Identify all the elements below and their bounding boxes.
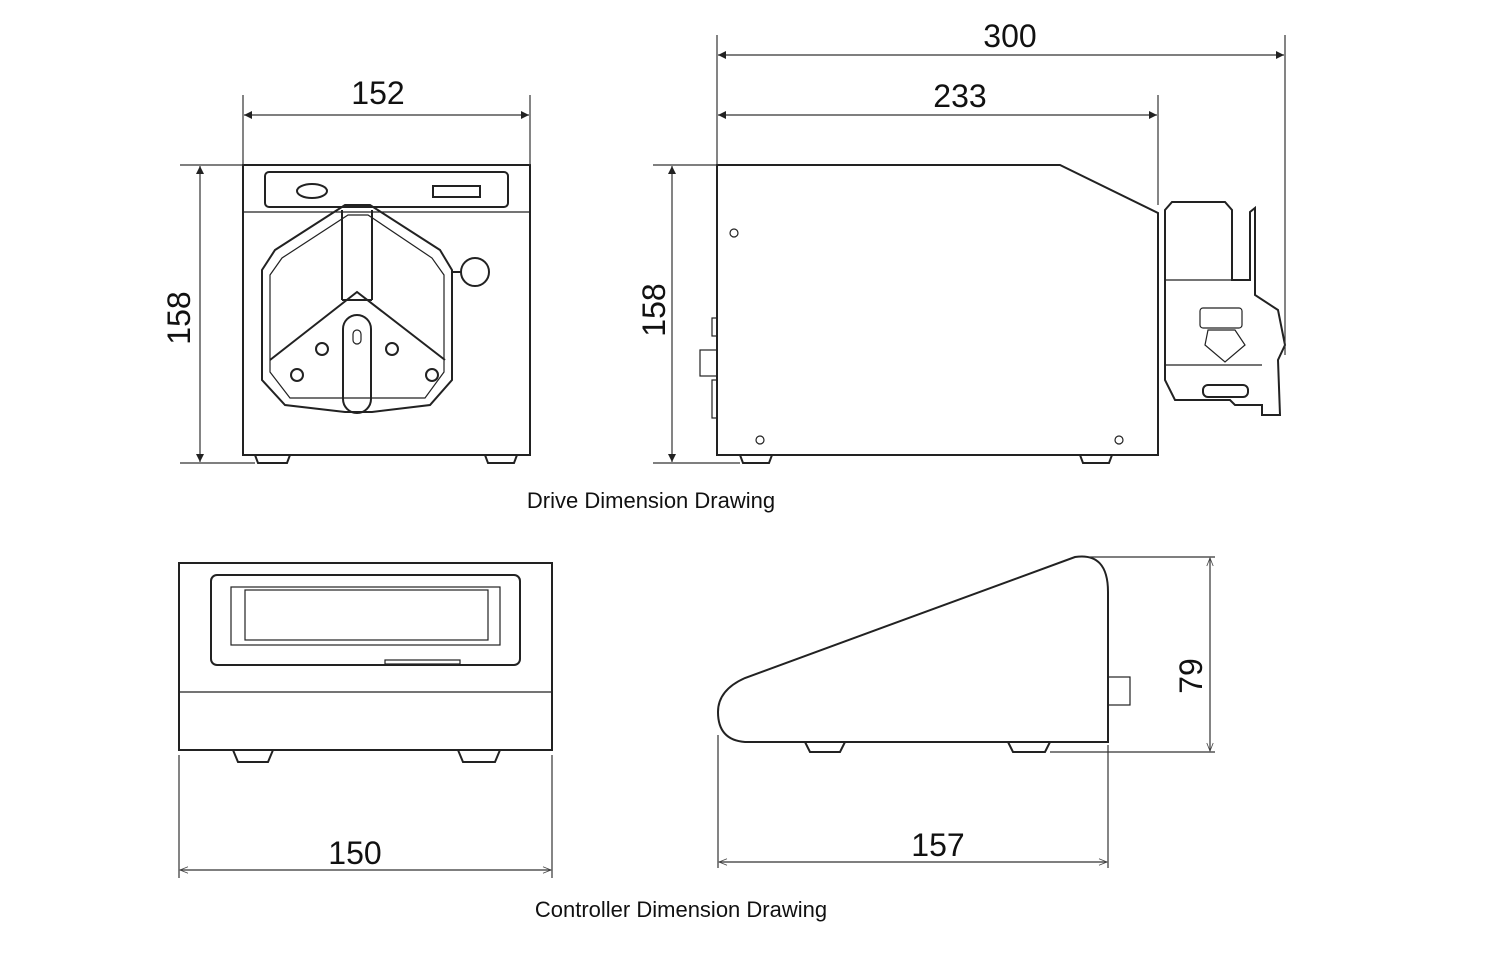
drive-side-height-label: 158 [636, 283, 672, 336]
drive-side-view [699, 164, 1287, 464]
drive-side-body-dimension: 233 [718, 78, 1159, 205]
controller-caption: Controller Dimension Drawing [535, 897, 827, 922]
controller-front-width-label: 150 [328, 835, 381, 871]
controller-front-width-dimension: 150 [178, 755, 553, 878]
drive-side-total-dimension: 300 [716, 18, 1286, 355]
controller-side-depth-label: 157 [911, 827, 964, 863]
drive-front-width-dimension: 152 [242, 75, 531, 165]
controller-front-view [178, 562, 553, 763]
controller-side-depth-dimension: 157 [717, 735, 1109, 868]
drive-front-height-label: 158 [161, 291, 197, 344]
drive-side-body-label: 233 [933, 78, 986, 114]
controller-side-height-label: 79 [1173, 658, 1209, 694]
drive-side-height-dimension: 158 [636, 164, 740, 464]
drive-front-width-label: 152 [351, 75, 404, 111]
drive-caption: Drive Dimension Drawing [527, 488, 775, 513]
controller-side-view [716, 555, 1131, 753]
drive-front-height-dimension: 158 [161, 164, 255, 464]
controller-side-height-dimension: 79 [1050, 556, 1215, 753]
drive-front-view [242, 164, 531, 464]
drive-side-total-label: 300 [983, 18, 1036, 54]
